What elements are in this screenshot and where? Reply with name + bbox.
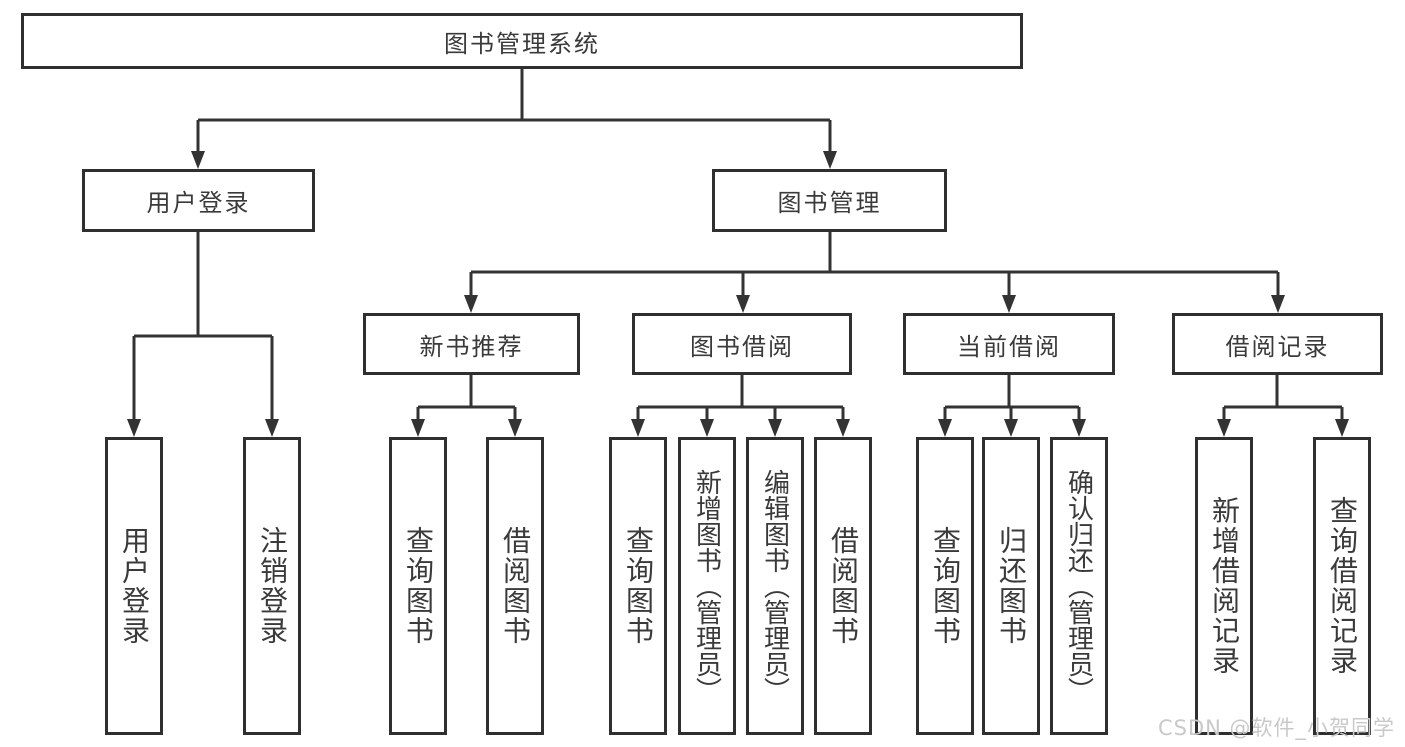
node-borrowing-records-label: 借阅记录 [1225,332,1330,361]
node-book-management-label: 图书管理 [777,189,882,217]
leaf-return-books-label: 归还图书 [995,526,1028,646]
leaf-logout-label: 注销登录 [256,526,289,646]
leaf-add-books-admin: 新增图书（管理员） [678,437,736,735]
leaf-edit-books-admin-label: 编辑图书（管理员） [759,469,790,703]
leaf-confirm-return-admin-label: 确认归还（管理员） [1063,469,1094,703]
leaf-user-login-label: 用户登录 [118,526,151,646]
connector-book-borrow-to-leaves [631,375,850,437]
csdn-watermark: CSDN @软件_小贺同学 [1158,716,1396,740]
connector-root-to-level1 [191,69,837,169]
node-borrowing-records: 借阅记录 [1172,313,1383,375]
leaf-query-borrow-record-label: 查询借阅记录 [1326,496,1359,676]
leaf-recommend-query-books: 查询图书 [389,437,447,735]
node-new-book-recommend: 新书推荐 [363,313,580,375]
leaf-user-login: 用户登录 [105,437,163,735]
connector-new-book-rec-to-leaves [411,375,522,437]
leaf-borrowing-borrow-books: 借阅图书 [814,437,872,735]
leaf-borrowing-borrow-books-label: 借阅图书 [827,526,860,646]
node-book-borrowing-label: 图书借阅 [690,332,794,361]
connector-user-login-to-leaves [127,232,279,437]
leaf-query-borrow-record: 查询借阅记录 [1313,437,1371,735]
leaf-edit-books-admin: 编辑图书（管理员） [746,437,804,735]
leaf-current-query-books-label: 查询图书 [929,526,962,646]
leaf-borrowing-query-books: 查询图书 [609,437,667,735]
connector-book-mgmt-to-level2 [464,232,1285,313]
node-root-library-system: 图书管理系统 [21,13,1023,69]
node-root-label: 图书管理系统 [444,29,600,58]
node-user-login-label: 用户登录 [146,189,251,217]
node-new-book-recommend-label: 新书推荐 [419,332,524,361]
leaf-current-query-books: 查询图书 [916,437,974,735]
leaf-recommend-borrow-books: 借阅图书 [486,437,544,735]
node-book-borrowing: 图书借阅 [632,313,852,375]
node-current-borrowing: 当前借阅 [903,313,1115,375]
leaf-recommend-borrow-books-label: 借阅图书 [499,526,532,646]
leaf-borrowing-query-books-label: 查询图书 [622,526,655,646]
node-user-login: 用户登录 [82,169,315,232]
leaf-logout: 注销登录 [243,437,301,735]
leaf-return-books: 归还图书 [982,437,1040,735]
leaf-add-borrow-record-label: 新增借阅记录 [1208,496,1241,676]
connector-current-borrow-to-leaves [938,375,1086,437]
connector-borrow-records-to-leaves [1217,375,1349,437]
node-book-management: 图书管理 [712,169,947,232]
leaf-confirm-return-admin: 确认归还（管理员） [1050,437,1108,735]
leaf-recommend-query-books-label: 查询图书 [402,526,435,646]
node-current-borrowing-label: 当前借阅 [957,332,1061,361]
leaf-add-books-admin-label: 新增图书（管理员） [691,469,722,703]
leaf-add-borrow-record: 新增借阅记录 [1195,437,1253,735]
